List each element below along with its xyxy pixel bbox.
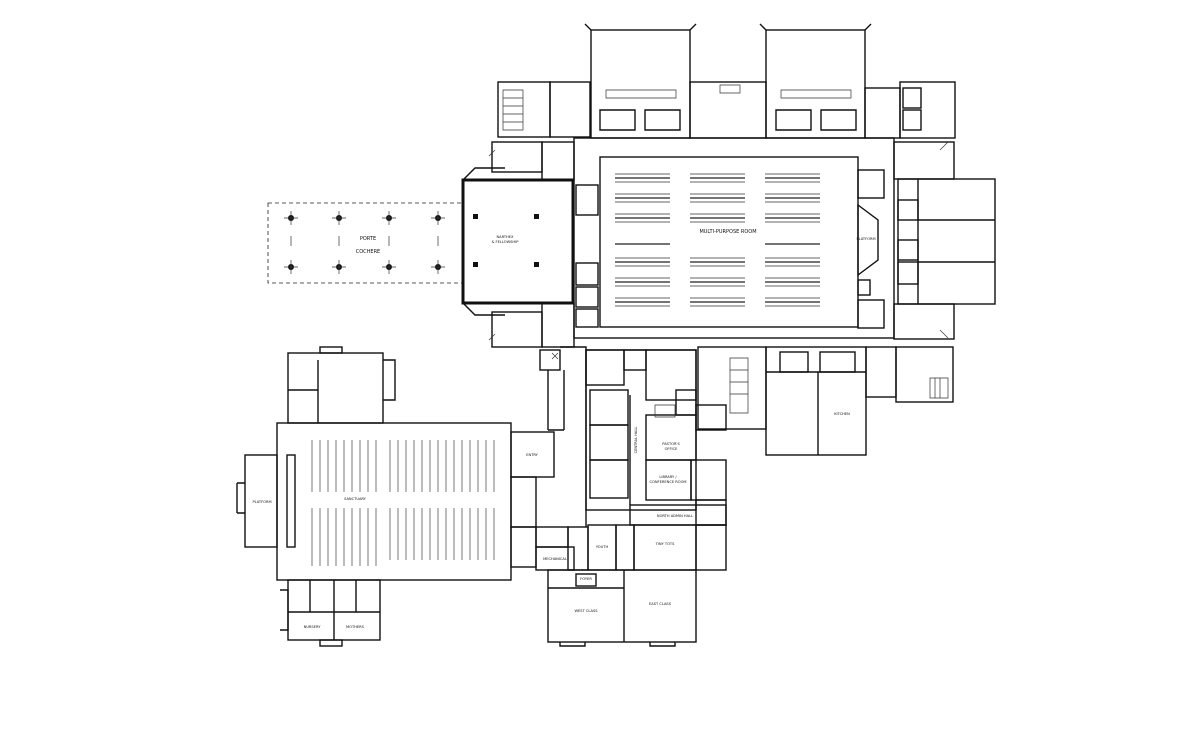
mechanical-label: MECHANICAL bbox=[543, 557, 567, 561]
tiny-tots-label: TINY TOTS bbox=[655, 542, 676, 546]
narthex-label: NARTHEX bbox=[496, 235, 514, 239]
central-hall-label: CENTRAL HALL bbox=[634, 427, 638, 454]
east-wing bbox=[893, 141, 996, 340]
library-label: LIBRARY / bbox=[659, 475, 677, 479]
platform-label: PLATFORM bbox=[856, 237, 875, 241]
north-wing bbox=[584, 23, 956, 139]
multi-purpose-label: MULTI-PURPOSE ROOM bbox=[699, 229, 756, 235]
pews bbox=[311, 440, 495, 566]
north-admin-hall-label: NORTH ADMIN HALL bbox=[657, 514, 693, 518]
youth-label: YOUTH bbox=[596, 545, 609, 549]
corridor bbox=[539, 346, 587, 527]
sanctuary: PLATFORM SANCTUARY MECHANICAL ENTRY bbox=[236, 422, 589, 581]
porte-label: PORTE bbox=[360, 236, 376, 242]
multi-purpose-room: MULTI-PURPOSE ROOM PLATFORM bbox=[573, 137, 895, 339]
admin-area: PASTOR'S OFFICE LIBRARY / CONFERENCE ROO… bbox=[585, 349, 727, 571]
south-wing: WEST CLASS EAST CLASS FOYER bbox=[547, 569, 697, 647]
sanctuary-label: SANCTUARY bbox=[344, 497, 367, 501]
foyer-label: FOYER bbox=[580, 577, 592, 581]
vestibules-west bbox=[488, 81, 591, 348]
platform-sanctuary-label: PLATFORM bbox=[252, 500, 271, 504]
west-class-label: WEST CLASS bbox=[574, 609, 598, 613]
entry-label: ENTRY bbox=[526, 453, 538, 457]
conference-label: CONFERENCE ROOM bbox=[650, 480, 687, 484]
fellowship-label: & FELLOWSHIP bbox=[492, 240, 520, 244]
sanctuary-annexes: NURSERY MOTHERS bbox=[280, 346, 396, 647]
kitchen-area: KITCHEN bbox=[697, 346, 954, 456]
narthex: NARTHEX & FELLOWSHIP bbox=[461, 167, 575, 316]
kitchen-label: KITCHEN bbox=[834, 412, 850, 416]
pastors-label-2: OFFICE bbox=[665, 447, 679, 451]
cochere-label: COCHERE bbox=[356, 249, 380, 255]
porte-cochere: PORTE COCHERE bbox=[267, 202, 464, 284]
pastors-label: PASTOR'S bbox=[662, 442, 680, 446]
nursery-label: NURSERY bbox=[304, 625, 322, 629]
east-class-label: EAST CLASS bbox=[649, 602, 672, 606]
banquet-tables bbox=[615, 173, 820, 307]
mothers-label: MOTHERS bbox=[346, 625, 365, 629]
